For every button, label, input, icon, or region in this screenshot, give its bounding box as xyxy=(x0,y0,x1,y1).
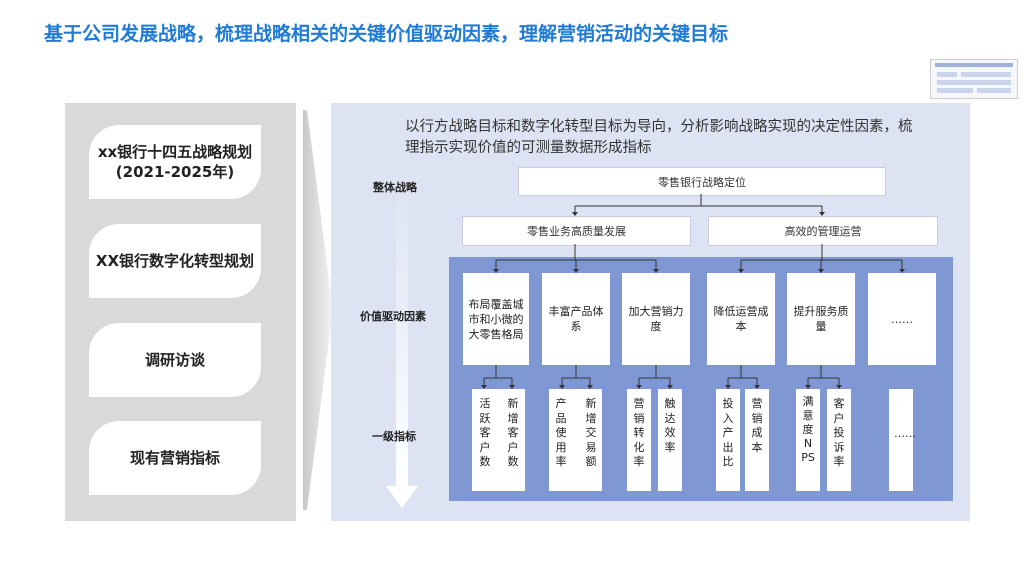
connector-lines xyxy=(0,0,1024,576)
